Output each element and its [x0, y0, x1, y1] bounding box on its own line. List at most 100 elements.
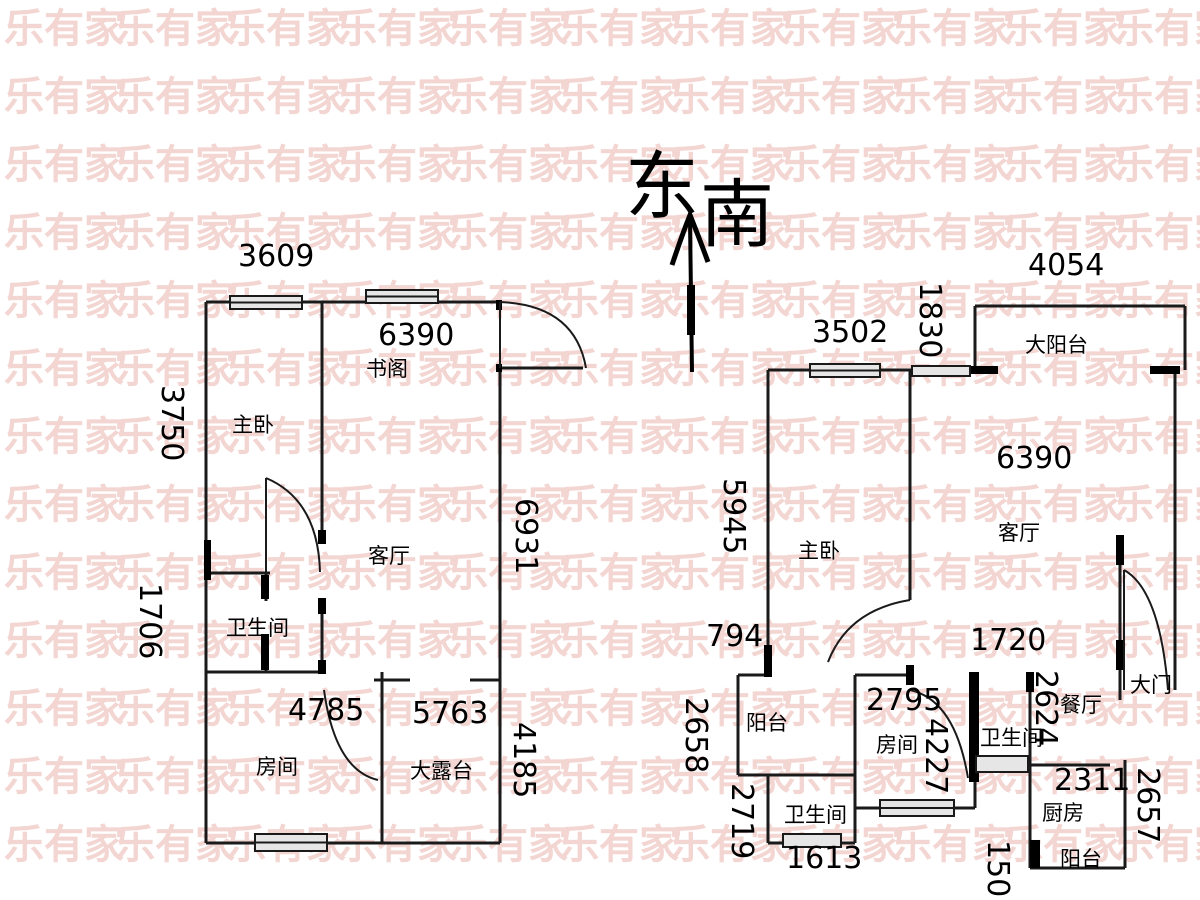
room-balcony-kitchen: 阳台 — [1060, 847, 1102, 871]
watermark-text: 乐有家 — [4, 6, 124, 52]
watermark-text: 乐有家 — [448, 482, 568, 528]
watermark-text: 乐有家 — [670, 482, 790, 528]
watermark-text: 乐有家 — [781, 618, 901, 664]
room-bedroom-left: 房间 — [256, 755, 298, 779]
watermark-text: 乐有家 — [337, 6, 457, 52]
watermark-text: 乐有家 — [4, 550, 124, 596]
watermark-text: 乐有家 — [115, 618, 235, 664]
dim-terrace-height: 4185 — [506, 722, 541, 798]
watermark-text: 乐有家 — [337, 482, 457, 528]
watermark-text: 乐有家 — [448, 618, 568, 664]
watermark-text: 乐有家 — [892, 278, 1012, 324]
watermark-text: 乐有家 — [4, 210, 124, 256]
watermark-text: 乐有家 — [892, 482, 1012, 528]
watermark-text: 乐有家 — [559, 822, 679, 868]
watermark-text: 乐有家 — [559, 414, 679, 460]
watermark-text: 乐有家 — [4, 822, 124, 868]
watermark-text: 乐有家 — [4, 346, 124, 392]
watermark-text: 乐有家 — [892, 6, 1012, 52]
watermark-text: 乐有家 — [4, 414, 124, 460]
watermark-grid: 乐有家乐有家乐有家乐有家乐有家乐有家乐有家乐有家乐有家乐有家乐有家乐有家乐有家乐… — [4, 6, 1200, 868]
watermark-text: 乐有家 — [1003, 686, 1123, 732]
watermark-text: 乐有家 — [781, 754, 901, 800]
watermark-text: 乐有家 — [1114, 278, 1200, 324]
window-bathroom — [782, 833, 842, 848]
watermark-text: 乐有家 — [1003, 210, 1123, 256]
watermark-text: 乐有家 — [670, 6, 790, 52]
watermark-text: 乐有家 — [4, 754, 124, 800]
dim-hall-width: 1720 — [970, 623, 1046, 658]
watermark-text: 乐有家 — [448, 550, 568, 596]
watermark-text: 乐有家 — [559, 686, 679, 732]
dim-bath-width-right: 1613 — [786, 841, 862, 876]
watermark-text: 乐有家 — [781, 6, 901, 52]
watermark-text: 乐有家 — [559, 6, 679, 52]
watermark-text: 乐有家 — [1114, 686, 1200, 732]
watermark-text: 乐有家 — [226, 142, 346, 188]
watermark-text: 乐有家 — [4, 74, 124, 120]
right-plan-labels: 4054 1830 3502 6390 5945 794 1720 2658 2… — [678, 248, 1172, 897]
watermark-text: 乐有家 — [1114, 414, 1200, 460]
watermark-text: 乐有家 — [1003, 6, 1123, 52]
watermark-text: 乐有家 — [115, 6, 235, 52]
dim-top-width: 3609 — [238, 239, 314, 274]
door-master-arc — [265, 477, 321, 573]
watermark-text: 乐有家 — [226, 346, 346, 392]
watermark-text: 乐有家 — [4, 278, 124, 324]
watermark-text: 乐有家 — [226, 74, 346, 120]
watermark-text: 乐有家 — [226, 6, 346, 52]
right-plan-doors — [827, 569, 1169, 779]
watermark-text: 乐有家 — [1114, 754, 1200, 800]
dim-bath-height: 1706 — [132, 583, 167, 659]
watermark-text: 乐有家 — [448, 74, 568, 120]
watermark-text: 乐有家 — [226, 754, 346, 800]
compass-east-label: 东 — [625, 144, 699, 230]
watermark-text: 乐有家 — [448, 754, 568, 800]
watermark-text: 乐有家 — [781, 278, 901, 324]
dim-bedroom-height-right: 4227 — [918, 718, 953, 794]
bath-vent — [975, 755, 1029, 773]
watermark-text: 乐有家 — [670, 414, 790, 460]
watermark-text: 乐有家 — [337, 686, 457, 732]
dim-living-height: 6931 — [508, 498, 543, 574]
watermark-text: 乐有家 — [226, 686, 346, 732]
watermark-text: 乐有家 — [781, 74, 901, 120]
watermark-text: 乐有家 — [670, 754, 790, 800]
watermark-text: 乐有家 — [337, 142, 457, 188]
room-master-bedroom-right: 主卧 — [798, 539, 840, 563]
watermark-text: 乐有家 — [1003, 74, 1123, 120]
watermark-text: 乐有家 — [1003, 822, 1123, 868]
watermark-text: 乐有家 — [1114, 822, 1200, 868]
watermark-text: 乐有家 — [4, 482, 124, 528]
watermark-text: 乐有家 — [448, 210, 568, 256]
watermark-text: 乐有家 — [781, 414, 901, 460]
watermark-text: 乐有家 — [781, 482, 901, 528]
room-living-right: 客厅 — [998, 521, 1040, 545]
watermark-text: 乐有家 — [448, 142, 568, 188]
watermark-text: 乐有家 — [1003, 618, 1123, 664]
watermark-text: 乐有家 — [670, 550, 790, 596]
watermark-text: 乐有家 — [892, 618, 1012, 664]
watermark-text: 乐有家 — [1003, 278, 1123, 324]
dim-kitchen-balcony: 150 — [980, 840, 1015, 897]
door-bedroom-arc-right — [909, 689, 969, 779]
watermark-text: 乐有家 — [781, 686, 901, 732]
room-dining: 餐厅 — [1060, 693, 1102, 717]
room-study: 书阁 — [366, 357, 408, 381]
watermark-text: 乐有家 — [448, 686, 568, 732]
watermark-text: 乐有家 — [781, 210, 901, 256]
watermark-text: 乐有家 — [670, 686, 790, 732]
watermark-text: 乐有家 — [115, 414, 235, 460]
dim-master-height: 3750 — [154, 385, 189, 461]
room-living-left: 客厅 — [368, 544, 410, 568]
watermark-text: 乐有家 — [781, 142, 901, 188]
dim-master-height-right: 5945 — [716, 478, 751, 554]
watermark-text: 乐有家 — [892, 74, 1012, 120]
watermark-text: 乐有家 — [115, 346, 235, 392]
dim-entry-height: 2657 — [1130, 767, 1165, 843]
right-plan-windows — [782, 363, 1029, 848]
dim-dining-height: 2624 — [1028, 670, 1063, 746]
compass: 东 南 — [625, 144, 774, 373]
watermark-text: 乐有家 — [337, 822, 457, 868]
